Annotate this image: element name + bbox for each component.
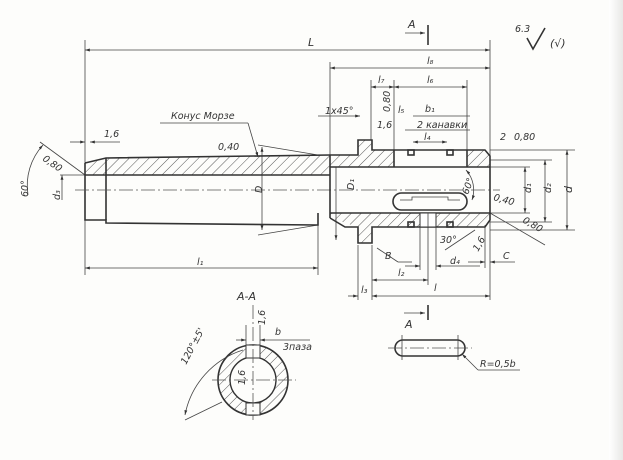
dim-d4: d₄ <box>450 256 460 267</box>
section-marker-top: A <box>405 18 429 45</box>
section-a-a: A-A 1,6 b 3паза 1,6 120°±5' <box>179 290 312 421</box>
roughness-080-a: 0,80 <box>382 91 393 112</box>
dim-l3: l₃ <box>361 285 368 296</box>
dim-d: d <box>562 185 575 193</box>
dim-l6: l₆ <box>427 75 434 86</box>
dim-d2: d₂ <box>543 183 554 193</box>
dim-l: l <box>434 283 437 294</box>
section-title: A-A <box>236 290 256 303</box>
roughness-080-b: 0,80 <box>514 132 535 143</box>
dim-l1: l₁ <box>197 257 204 268</box>
view-a: A R=0,5b <box>388 305 520 371</box>
dim-2: 2 <box>500 132 506 143</box>
roughness-080-d: 0,80 <box>521 215 545 235</box>
view-a-label: A <box>404 318 413 331</box>
dim-l5: l₅ <box>398 105 405 116</box>
dim-l8: l₈ <box>427 56 434 67</box>
dim-L: L <box>308 36 314 49</box>
grooves-note: 2 канавки <box>417 120 467 131</box>
section-angle: 120°±5' <box>179 326 207 366</box>
roughness-value: 6.3 <box>515 24 530 35</box>
dim-D1: D₁ <box>346 179 357 190</box>
roughness-040-b: 0,40 <box>492 192 515 208</box>
shaft-body <box>75 139 500 244</box>
angle-60-a: 60° <box>20 180 31 197</box>
view-label-a: A <box>407 18 416 31</box>
roughness-rest: (√) <box>550 37 566 50</box>
dim-C: C <box>503 251 510 262</box>
section-roughness-inner: 1,6 <box>237 370 248 385</box>
morse-taper-note: Конус Морзе <box>171 111 235 122</box>
roughness-16-a: 1,6 <box>377 120 392 131</box>
section-roughness-top: 1,6 <box>257 310 268 325</box>
dim-l2: l₂ <box>398 268 405 279</box>
dim-l7: l₇ <box>378 75 385 86</box>
section-slots-note: 3паза <box>283 342 312 353</box>
roughness-16-c: 1,6 <box>471 235 488 254</box>
scan-edge <box>609 0 623 460</box>
dim-b1: b₁ <box>425 104 435 115</box>
angle-60-b: 60° <box>460 176 476 196</box>
chamfer-note: 1x45° <box>325 106 354 117</box>
angle-30: 30° <box>440 235 457 246</box>
dim-d1: d₁ <box>523 183 534 193</box>
dim-D: D <box>254 186 265 193</box>
roughness-16-b: 1,6 <box>104 129 119 140</box>
dim-B: B <box>385 251 392 262</box>
dim-d3: d₃ <box>52 190 63 200</box>
dim-l4: l₄ <box>424 132 431 143</box>
radius-note: R=0,5b <box>480 359 516 370</box>
section-dim-b: b <box>275 327 281 338</box>
roughness-040-a: 0,40 <box>218 142 239 153</box>
roughness-symbol: 6.3 (√) <box>515 24 566 51</box>
